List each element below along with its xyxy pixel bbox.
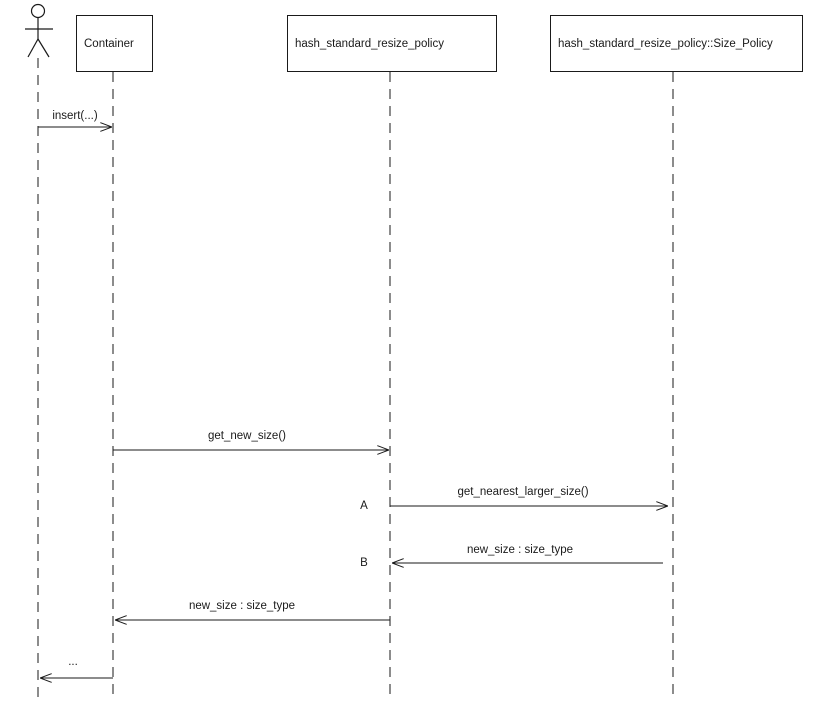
- actor-head: [30, 3, 46, 19]
- participant-box-container: Container: [76, 15, 153, 72]
- participant-box-hash-standard-resize-policy: hash_standard_resize_policy: [287, 15, 497, 72]
- message-label-return-new-size-to-policy: new_size : size_type: [466, 544, 574, 556]
- participant-label-container: Container: [84, 37, 134, 50]
- actor-leg-right: [37, 38, 50, 58]
- actor-figure: [25, 3, 53, 58]
- message-label-insert: insert(...): [52, 110, 98, 122]
- sequence-marker-b: B: [360, 557, 368, 569]
- message-label-return-new-size-to-container: new_size : size_type: [188, 600, 296, 612]
- message-label-get-nearest-larger-size: get_nearest_larger_size(): [457, 486, 589, 498]
- participant-label-hash-standard-resize-policy: hash_standard_resize_policy: [295, 37, 444, 50]
- message-label-return-to-actor: ...: [68, 656, 78, 668]
- participant-box-size-policy: hash_standard_resize_policy::Size_Policy: [550, 15, 803, 72]
- participant-label-size-policy: hash_standard_resize_policy::Size_Policy: [558, 37, 773, 50]
- sequence-marker-a: A: [360, 500, 368, 512]
- actor-leg-left: [27, 38, 39, 58]
- message-label-get-new-size: get_new_size(): [208, 430, 286, 442]
